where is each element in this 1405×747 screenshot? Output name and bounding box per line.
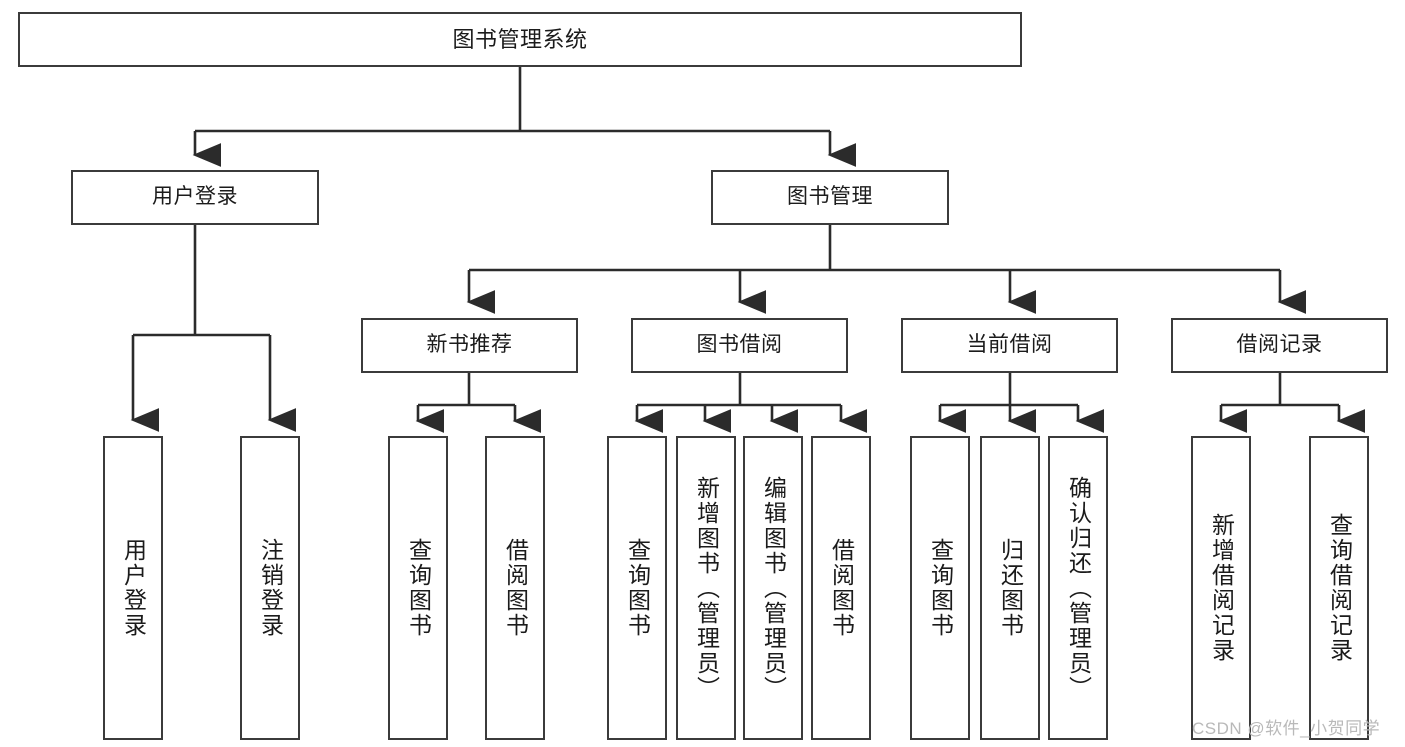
leaf-borrow-add-book-admin[interactable]: 新增图书（管理员） bbox=[676, 436, 736, 740]
csdn-watermark: CSDN @软件_小贺同学 bbox=[1192, 719, 1381, 738]
leaf-records-query-record[interactable]: 查询借阅记录 bbox=[1309, 436, 1369, 740]
node-label: 查询借阅记录 bbox=[1326, 513, 1353, 663]
node-label: 当前借阅 bbox=[966, 333, 1053, 357]
node-label: 新增借阅记录 bbox=[1208, 513, 1235, 663]
node-label: 注销登录 bbox=[257, 538, 284, 638]
node-label: 用户登录 bbox=[120, 538, 147, 638]
leaf-borrow-borrow-book[interactable]: 借阅图书 bbox=[811, 436, 871, 740]
node-root-system[interactable]: 图书管理系统 bbox=[18, 12, 1022, 67]
node-label: 借阅图书 bbox=[828, 538, 855, 638]
node-label: 图书借阅 bbox=[696, 333, 783, 357]
node-book-management[interactable]: 图书管理 bbox=[711, 170, 949, 225]
node-label: 查询图书 bbox=[927, 538, 954, 638]
leaf-current-query-book[interactable]: 查询图书 bbox=[910, 436, 970, 740]
node-user-login[interactable]: 用户登录 bbox=[71, 170, 319, 225]
leaf-current-return-book[interactable]: 归还图书 bbox=[980, 436, 1040, 740]
node-label: 新增图书（管理员） bbox=[693, 475, 720, 701]
leaf-user-login-logout[interactable]: 注销登录 bbox=[240, 436, 300, 740]
leaf-new-book-borrow[interactable]: 借阅图书 bbox=[485, 436, 545, 740]
leaf-records-add-record[interactable]: 新增借阅记录 bbox=[1191, 436, 1251, 740]
leaf-borrow-edit-book-admin[interactable]: 编辑图书（管理员） bbox=[743, 436, 803, 740]
node-borrow-records[interactable]: 借阅记录 bbox=[1171, 318, 1388, 373]
leaf-user-login-login[interactable]: 用户登录 bbox=[103, 436, 163, 740]
node-label: 新书推荐 bbox=[426, 333, 513, 357]
node-label: 查询图书 bbox=[405, 538, 432, 638]
node-label: 归还图书 bbox=[997, 538, 1024, 638]
leaf-new-book-query[interactable]: 查询图书 bbox=[388, 436, 448, 740]
node-current-borrow[interactable]: 当前借阅 bbox=[901, 318, 1118, 373]
node-book-borrow[interactable]: 图书借阅 bbox=[631, 318, 848, 373]
node-label: 图书管理系统 bbox=[452, 26, 588, 52]
node-label: 查询图书 bbox=[624, 538, 651, 638]
node-label: 确认归还（管理员） bbox=[1065, 475, 1092, 701]
node-new-book-recommend[interactable]: 新书推荐 bbox=[361, 318, 578, 373]
node-label: 借阅图书 bbox=[502, 538, 529, 638]
node-label: 用户登录 bbox=[152, 185, 238, 209]
node-label: 图书管理 bbox=[787, 185, 873, 209]
node-label: 编辑图书（管理员） bbox=[760, 475, 787, 701]
node-label: 借阅记录 bbox=[1236, 333, 1323, 357]
leaf-borrow-query-book[interactable]: 查询图书 bbox=[607, 436, 667, 740]
leaf-current-confirm-return-admin[interactable]: 确认归还（管理员） bbox=[1048, 436, 1108, 740]
